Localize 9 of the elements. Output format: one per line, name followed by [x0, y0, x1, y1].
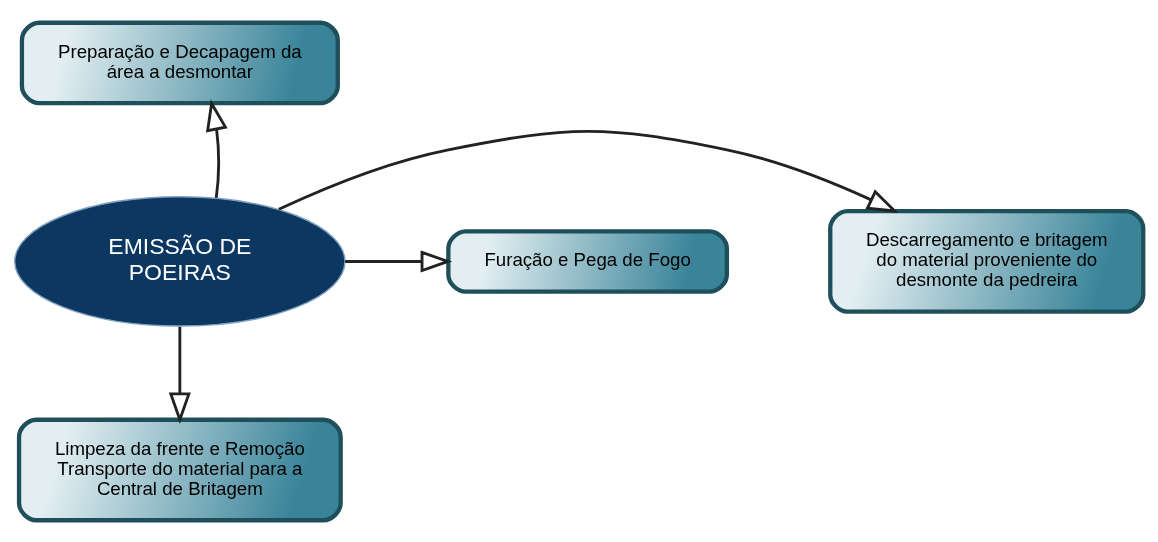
arrow	[278, 129, 899, 213]
arrow	[168, 326, 191, 424]
node-box: Limpeza da frente e Remoção Transporte do material para a Central de Britagem	[16, 417, 343, 522]
node-box: Preparação e Decapagem da área a desmontar	[19, 20, 340, 105]
node-box: Furação e Pega de Fogo	[446, 228, 730, 294]
node-box: Descarregamento e britagem do material proveniente do desmonte da pedreira	[828, 208, 1146, 314]
arrow	[345, 249, 453, 273]
node-ellipse: EMISSÃO DE POEIRAS	[14, 195, 346, 327]
arrow	[205, 98, 228, 198]
